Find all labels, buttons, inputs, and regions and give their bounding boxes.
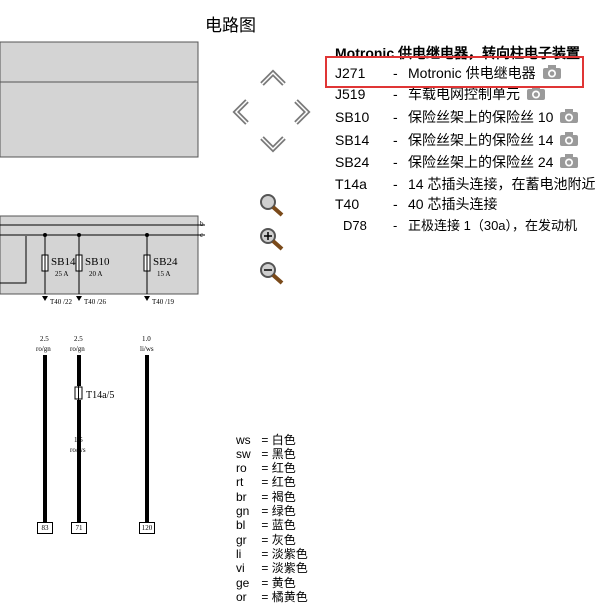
- camera-icon[interactable]: [559, 131, 579, 152]
- component-dash: -: [393, 218, 398, 233]
- color-legend-row: sw = 黑色: [236, 447, 296, 461]
- wire-color: ro/gn: [36, 345, 51, 353]
- camera-icon[interactable]: [559, 153, 579, 174]
- color-legend-row: bl = 蓝色: [236, 518, 296, 532]
- page-title: 电路图: [205, 16, 256, 35]
- component-code: T14a: [335, 176, 367, 192]
- magnifier-icon[interactable]: [258, 192, 286, 218]
- circuit-diagram: [0, 41, 205, 522]
- component-dash: -: [393, 154, 398, 170]
- component-code: T40: [335, 196, 360, 212]
- fuse-name: SB10: [85, 256, 110, 268]
- component-desc: 保险丝架上的保险丝 10: [408, 109, 554, 125]
- terminal-label: T40 /26: [84, 298, 106, 306]
- fuse-rating: 20 A: [89, 270, 103, 278]
- component-dash: -: [393, 86, 398, 102]
- component-code: SB14: [335, 132, 370, 148]
- wire-color: ro/gn: [70, 345, 85, 353]
- arrow-left-icon[interactable]: [230, 98, 252, 126]
- color-legend-row: or = 橘黄色: [236, 590, 308, 604]
- component-code: J519: [335, 86, 366, 102]
- component-desc: 正极连接 1（30a），在发动机: [408, 218, 578, 233]
- fuse-name: SB14: [51, 256, 76, 268]
- component-dash: -: [393, 65, 398, 81]
- zoom-out-icon[interactable]: [258, 260, 286, 286]
- component-dash: -: [393, 196, 398, 212]
- color-legend-row: rt = 红色: [236, 475, 296, 489]
- diagram-panel-bottom: [0, 215, 199, 295]
- component-code: SB10: [335, 109, 370, 125]
- component-desc: 保险丝架上的保险丝 14: [408, 132, 554, 148]
- end-terminal[interactable]: 83: [37, 522, 53, 534]
- color-legend-row: ws = 白色: [236, 433, 296, 447]
- component-dash: -: [393, 109, 398, 125]
- arrow-down-icon[interactable]: [259, 134, 287, 154]
- color-legend-row: br = 褐色: [236, 490, 296, 504]
- color-legend-row: gn = 绿色: [236, 504, 296, 518]
- terminal-label: T40 /19: [152, 298, 174, 306]
- component-desc: 车载电网控制单元: [408, 86, 520, 102]
- wire-size: 1.0: [142, 335, 151, 343]
- component-desc: 40 芯插头连接: [408, 196, 498, 212]
- end-terminal[interactable]: 120: [139, 522, 155, 534]
- wire-size: 2.5: [74, 335, 83, 343]
- arrow-right-icon[interactable]: [291, 98, 313, 126]
- wire-size: 2.5: [40, 335, 49, 343]
- fuse-name: SB24: [153, 256, 178, 268]
- color-legend-row: ge = 黄色: [236, 576, 296, 590]
- zoom-in-icon[interactable]: [258, 226, 286, 252]
- component-dash: -: [393, 132, 398, 148]
- bus-label: c: [200, 231, 204, 239]
- component-dash: -: [393, 176, 398, 192]
- fuse-rating: 15 A: [157, 270, 171, 278]
- wire-size: 1.5: [74, 436, 83, 444]
- color-legend-row: li = 淡紫色: [236, 547, 308, 561]
- component-desc: Motronic 供电继电器: [408, 65, 536, 81]
- component-desc: 保险丝架上的保险丝 24: [408, 154, 554, 170]
- color-legend-row: vi = 淡紫色: [236, 561, 308, 575]
- component-desc: 14 芯插头连接，在蓄电池附近: [408, 176, 596, 192]
- end-terminal[interactable]: 71: [71, 522, 87, 534]
- terminal-label: T40 /22: [50, 298, 72, 306]
- component-code: J271: [335, 65, 366, 81]
- color-legend-row: gr = 灰色: [236, 533, 296, 547]
- camera-icon[interactable]: [559, 108, 579, 129]
- arrow-up-icon[interactable]: [259, 68, 287, 88]
- selection-highlight: [325, 56, 584, 88]
- connector-label: T14a/5: [86, 390, 115, 401]
- color-legend-row: ro = 红色: [236, 461, 296, 475]
- component-code: SB24: [335, 154, 370, 170]
- wire-color: ro/ws: [70, 446, 86, 454]
- component-code: D78: [343, 218, 367, 233]
- bus-label: b: [200, 220, 204, 228]
- camera-icon[interactable]: [542, 64, 562, 85]
- fuse-rating: 25 A: [55, 270, 69, 278]
- wire-color: li/ws: [140, 345, 154, 353]
- diagram-panel-top: [0, 41, 199, 158]
